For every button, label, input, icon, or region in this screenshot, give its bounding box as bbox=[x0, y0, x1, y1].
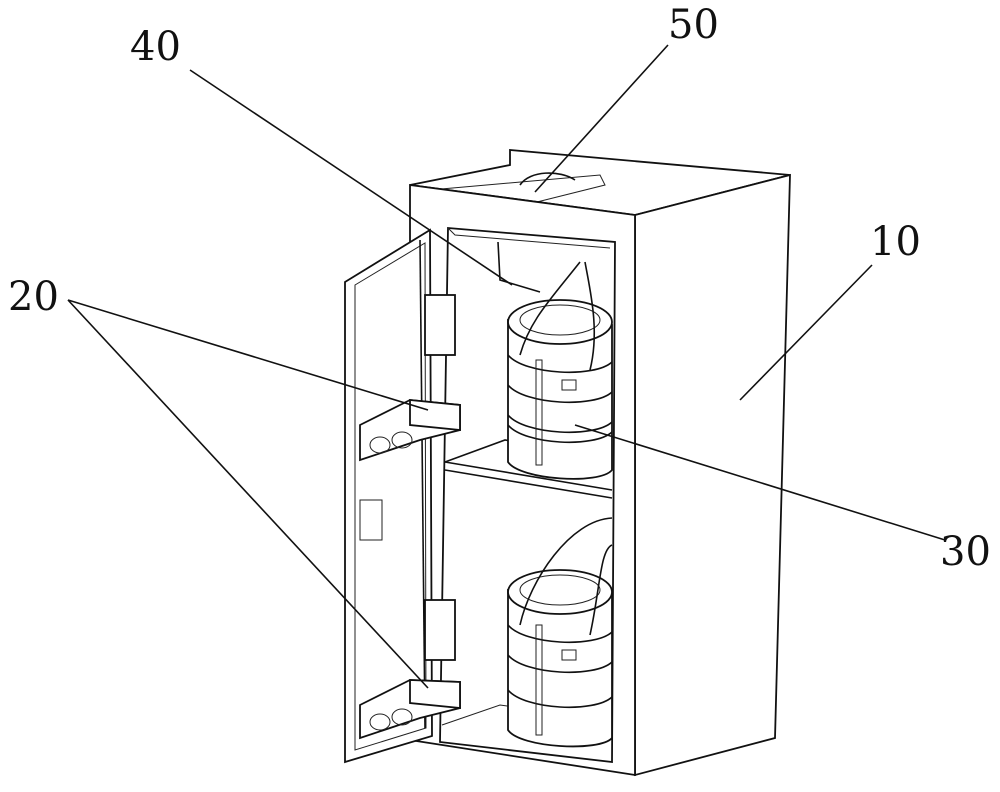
label-30: 30 bbox=[940, 529, 991, 575]
label-10: 10 bbox=[870, 219, 921, 265]
label-40: 40 bbox=[130, 24, 181, 70]
label-50: 50 bbox=[668, 2, 719, 48]
label-20: 20 bbox=[8, 274, 59, 320]
